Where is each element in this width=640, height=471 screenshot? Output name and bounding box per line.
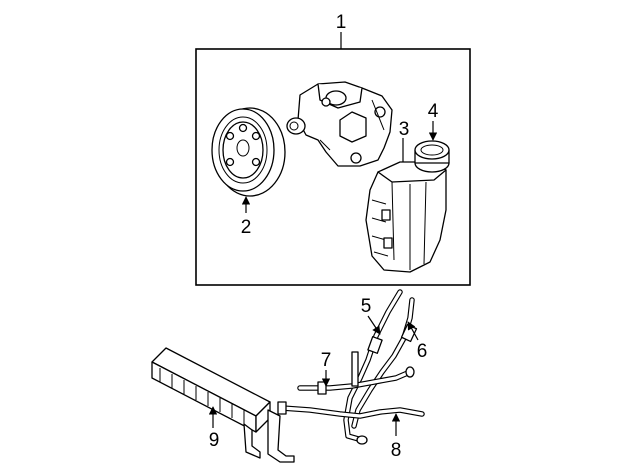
callout-6-arrow [407,321,419,341]
oil-cooler[interactable] [151,347,295,463]
callout-2: 2 [241,217,252,238]
callout-8: 8 [391,440,402,461]
callout-1: 1 [336,12,347,33]
callout-5: 5 [361,296,372,317]
hose-assembly[interactable] [277,289,425,445]
callout-4: 4 [428,101,439,122]
reservoir[interactable] [365,161,447,273]
callout-9: 9 [209,430,220,451]
reservoir-cap[interactable] [414,140,450,173]
callout-7: 7 [321,350,332,371]
assembly-frame [195,48,471,286]
callout-3: 3 [399,119,410,140]
callout-6: 6 [417,341,428,362]
callout-5-arrow [367,315,381,335]
power-steering-pump[interactable] [286,81,393,167]
pulley[interactable] [211,107,286,197]
